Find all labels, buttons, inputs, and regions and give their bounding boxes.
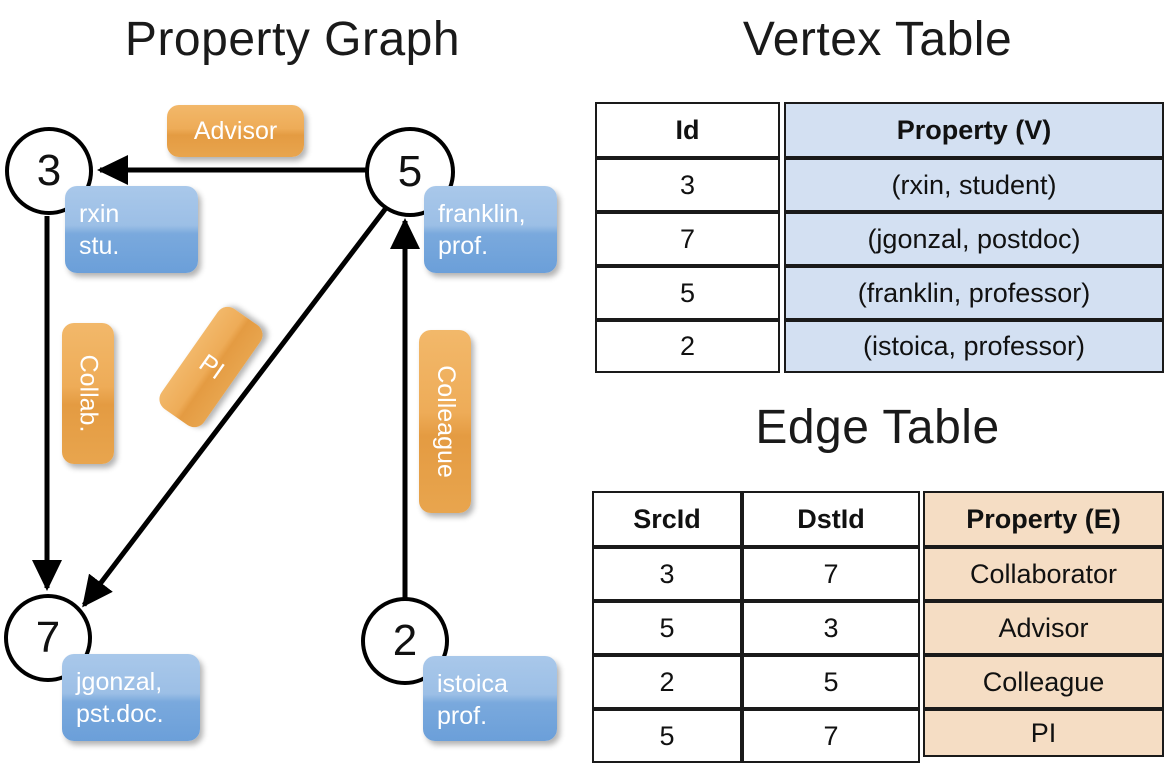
edge-table-row-0-dstid: 7	[742, 547, 920, 601]
edge-label-box-colleague[interactable]: Colleague	[419, 330, 471, 513]
page-title-edge-table: Edge Table	[755, 401, 1000, 454]
node-property-box-istoica[interactable]: istoica prof.	[423, 656, 557, 741]
edge-table-header-srcid: SrcId	[592, 491, 742, 547]
edge-table-row-1-srcid: 5	[592, 601, 742, 655]
graph-edge-arrows	[32, 155, 420, 608]
page-title-vertex-table: Vertex Table	[742, 13, 1013, 66]
vertex-table-row-2-property: (franklin, professor)	[784, 266, 1164, 320]
graph-node-3-label: 3	[36, 146, 62, 195]
vertex-table-row-3-property: (istoica, professor)	[784, 320, 1164, 373]
vertex-table-row-1-property: (jgonzal, postdoc)	[784, 212, 1164, 266]
vertex-table-header-id: Id	[595, 102, 780, 158]
graph-node-3[interactable]: 3	[5, 127, 93, 215]
edge-label-pi-text: PI	[193, 348, 229, 385]
graph-node-5-label: 5	[397, 147, 423, 196]
node-property-box-franklin[interactable]: franklin, prof.	[424, 186, 557, 273]
node-property-box-jgonzal[interactable]: jgonzal, pst.doc.	[62, 654, 200, 741]
edge-table-header-property: Property (E)	[923, 491, 1164, 547]
graph-node-7-label: 7	[35, 613, 61, 662]
vertex-table-row-3-id: 2	[595, 320, 780, 373]
node-property-rxin-line1: rxin	[79, 200, 120, 228]
node-property-istoica-line2: prof.	[437, 702, 488, 730]
edge-label-advisor-text: Advisor	[193, 116, 278, 145]
node-property-istoica-line1: istoica	[437, 670, 508, 698]
edge-label-box-collab[interactable]: Collab.	[62, 323, 114, 464]
edge-table-row-3-dstid: 7	[742, 709, 920, 763]
vertex-table-header-property: Property (V)	[784, 102, 1164, 158]
edge-table-header-dstid: DstId	[742, 491, 920, 547]
vertex-table-row-2-id: 5	[595, 266, 780, 320]
edge-table-row-1-property: Advisor	[923, 601, 1164, 655]
graph-node-2-label: 2	[392, 616, 418, 665]
node-property-franklin-line1: franklin,	[438, 200, 526, 228]
edge-table-row-2-srcid: 2	[592, 655, 742, 709]
edge-table-row-0-property: Collaborator	[923, 547, 1164, 601]
edge-table-row-3-srcid: 5	[592, 709, 742, 763]
node-property-jgonzal-line2: pst.doc.	[76, 700, 164, 728]
edge-label-colleague-text: Colleague	[431, 365, 460, 478]
vertex-table-row-0-id: 3	[595, 158, 780, 212]
node-property-jgonzal-line1: jgonzal,	[76, 668, 163, 696]
edge-table-row-2-property: Colleague	[923, 655, 1164, 709]
edge-5-to-7	[82, 206, 388, 608]
node-property-rxin-line2: stu.	[79, 232, 120, 260]
edge-table-row-2-dstid: 5	[742, 655, 920, 709]
property-graph-diagram: 3 5 7 2 rxin stu. franklin, prof. jgonza…	[0, 0, 585, 760]
vertex-table-row-0-property: (rxin, student)	[784, 158, 1164, 212]
edge-table-row-3-property: PI	[923, 709, 1164, 757]
edge-table-row-1-dstid: 3	[742, 601, 920, 655]
page-title-property-graph: Property Graph	[124, 13, 461, 66]
node-property-franklin-line2: prof.	[438, 232, 489, 260]
edge-label-collab-text: Collab.	[74, 354, 103, 433]
edge-table-row-0-srcid: 3	[592, 547, 742, 601]
vertex-table-row-1-id: 7	[595, 212, 780, 266]
node-property-box-rxin[interactable]: rxin stu.	[65, 186, 198, 273]
edge-label-box-advisor[interactable]: Advisor	[167, 105, 304, 157]
